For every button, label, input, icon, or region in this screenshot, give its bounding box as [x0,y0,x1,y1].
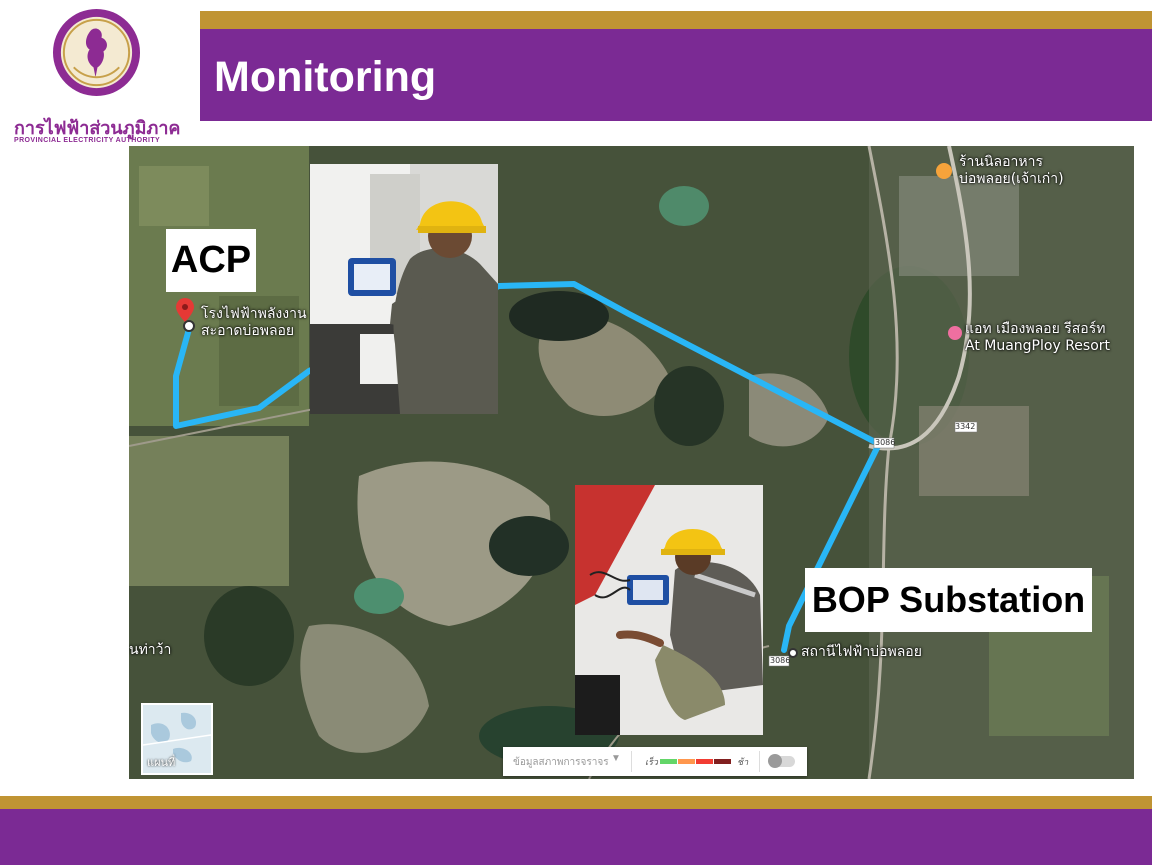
road-number-3342: 3342 [955,422,976,431]
bop-measurement-photo [575,485,763,735]
page-title: Monitoring [214,53,437,101]
map-thumbnail-label: แผนที่ [147,756,176,769]
map-type-toggle[interactable]: แผนที่ [141,703,213,775]
traffic-legend: ข้อมูลสภาพการจราจร ▼ เร็ว ช้า [503,747,807,776]
traffic-toggle[interactable] [768,754,795,768]
top-gold-bar [200,11,1152,29]
solar-plant-label-line1: โรงไฟฟ้าพลังงาน [201,306,307,322]
title-band: Monitoring [200,29,1152,121]
satellite-map[interactable]: ACP โรงไฟฟ้าพลังงาน สะอาดบ่อพลอย ร้านนิล… [129,146,1134,779]
bottom-gold-bar [0,796,1152,809]
substation-label[interactable]: สถานีไฟฟ้าบ่อพลอย [801,644,922,660]
acp-measurement-photo [310,164,498,414]
traffic-fast-label: เร็ว [645,758,658,768]
route-line [173,281,882,653]
resort-label-english: At MuangPloy Resort [965,338,1111,354]
restaurant-label-line1: ร้านนิลอาหาร [959,154,1043,170]
traffic-color-moderate [678,759,695,764]
resort-label[interactable]: แอท เมืองพลอย รีสอร์ท At MuangPloy Resor… [965,321,1110,355]
traffic-color-fast [660,759,677,764]
restaurant-label-line2: บ่อพลอย(เจ้าเก่า) [959,171,1064,187]
dropdown-arrow-icon[interactable]: ▼ [611,753,621,764]
org-name-english: PROVINCIAL ELECTRICITY AUTHORITY [14,137,161,144]
traffic-color-very-slow [714,759,731,764]
traffic-slow-label: ช้า [737,758,749,768]
acp-label: ACP [166,229,256,292]
map-thumbnail-icon [143,705,211,773]
legend-divider [631,751,632,772]
solar-plant-label[interactable]: โรงไฟฟ้าพลังงาน สะอาดบ่อพลอย [201,306,307,340]
traffic-color-slow [696,759,713,764]
org-name-thai: การไฟฟ้าส่วนภูมิภาค [14,118,181,139]
traffic-dropdown[interactable]: ข้อมูลสภาพการจราจร [513,757,609,768]
resort-label-thai: แอท เมืองพลอย รีสอร์ท [965,321,1106,337]
pea-seal-icon [52,8,141,97]
toggle-knob [768,754,782,768]
bottom-purple-band [0,809,1152,865]
district-label: นท่าว้า [129,642,172,658]
bop-substation-label: BOP Substation [805,568,1092,632]
legend-divider [759,751,760,772]
solar-plant-label-line2: สะอาดบ่อพลอย [201,323,295,339]
pea-logo: การไฟฟ้าส่วนภูมิภาค PROVINCIAL ELECTRICI… [0,0,200,150]
road-number-3086-a: 3086 [875,438,896,447]
restaurant-label[interactable]: ร้านนิลอาหาร บ่อพลอย(เจ้าเก่า) [959,154,1064,188]
road-number-3086-b: 3086 [770,656,791,665]
